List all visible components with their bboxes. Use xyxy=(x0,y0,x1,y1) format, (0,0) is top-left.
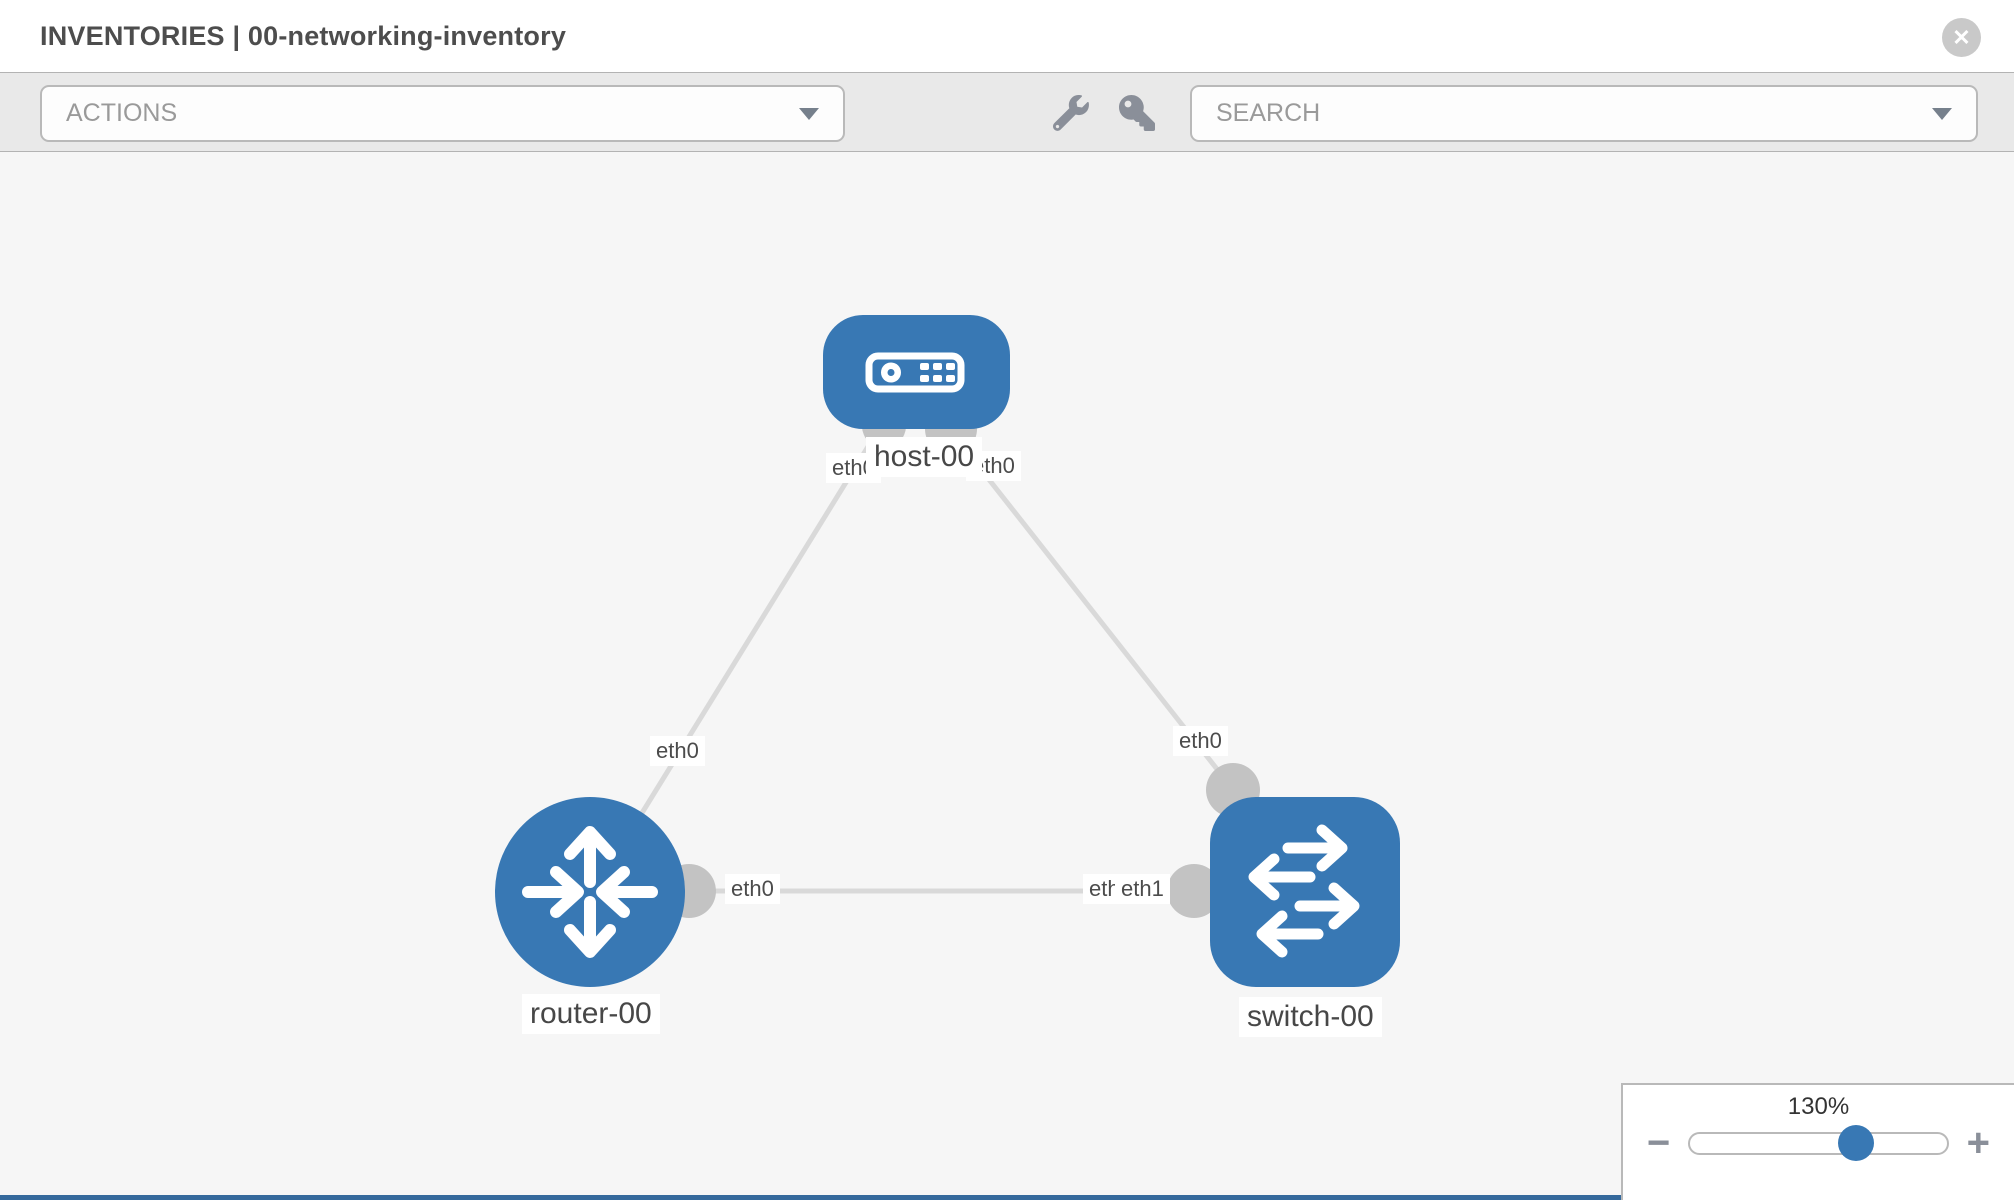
port-label: eth0 xyxy=(1173,726,1228,757)
page-title: INVENTORIES | 00-networking-inventory xyxy=(40,21,567,51)
zoom-out-button[interactable]: − xyxy=(1647,1121,1671,1165)
node-router-00[interactable] xyxy=(495,797,685,987)
close-button[interactable]: ✕ xyxy=(1942,18,1981,57)
zoom-slider-thumb[interactable] xyxy=(1837,1125,1874,1161)
node-host-00[interactable] xyxy=(823,315,1010,429)
zoom-panel: 130% − + xyxy=(1621,1083,2014,1200)
topology-canvas[interactable] xyxy=(0,152,2014,1200)
port-label: eth0 xyxy=(650,736,705,767)
node-label-switch: switch-00 xyxy=(1239,997,1382,1037)
chevron-down-icon xyxy=(799,107,819,120)
port-label: eth0 xyxy=(725,874,780,905)
search-placeholder: SEARCH xyxy=(1216,99,1321,127)
header: INVENTORIES | 00-networking-inventory ✕ xyxy=(0,0,2014,72)
node-switch-00[interactable] xyxy=(1210,797,1400,987)
zoom-value: 130% xyxy=(1787,1093,1850,1120)
node-label-host: host-00 xyxy=(866,437,983,477)
search-dropdown[interactable]: SEARCH xyxy=(1190,85,1978,142)
zoom-slider[interactable] xyxy=(1688,1125,1949,1161)
close-icon: ✕ xyxy=(1952,24,1971,50)
switch-icon xyxy=(1248,824,1360,958)
credentials-button[interactable] xyxy=(1118,95,1156,131)
connector-switch-eth1 xyxy=(1167,864,1221,918)
key-icon xyxy=(1119,95,1155,131)
bottom-accent-strip xyxy=(0,1195,1621,1200)
key-management-button[interactable] xyxy=(1052,94,1090,131)
port-label: eth1 xyxy=(1115,874,1170,905)
host-icon xyxy=(865,352,965,393)
router-icon xyxy=(522,826,658,958)
chevron-down-icon xyxy=(1932,107,1952,120)
actions-dropdown[interactable]: ACTIONS xyxy=(40,85,845,142)
zoom-in-button[interactable]: + xyxy=(1966,1121,1990,1165)
node-label-router: router-00 xyxy=(522,994,660,1034)
actions-placeholder: ACTIONS xyxy=(66,99,178,127)
toolbar: ACTIONS SEARCH xyxy=(0,72,2014,152)
wrench-icon xyxy=(1052,94,1089,131)
